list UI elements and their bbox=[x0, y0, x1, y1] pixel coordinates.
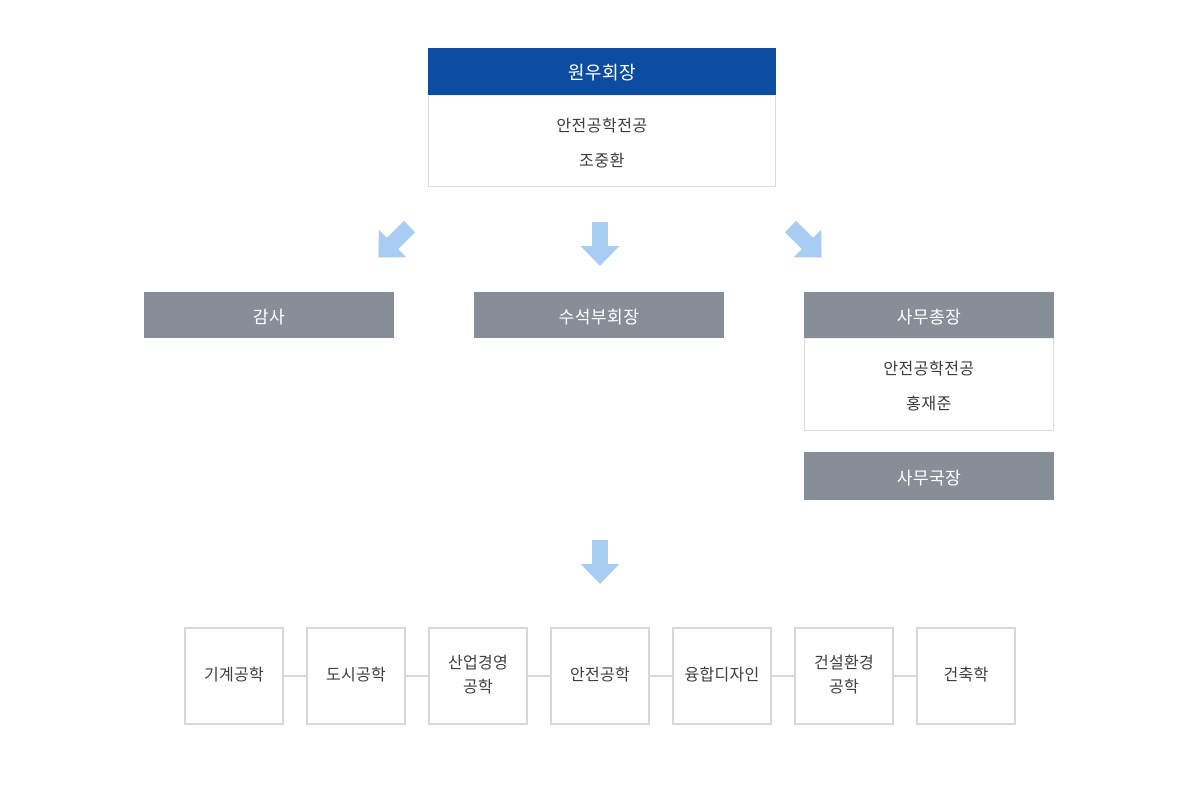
department-row: 기계공학 도시공학 산업경영 공학 안전공학 융합디자인 건설환경 공학 건축학 bbox=[0, 627, 1200, 725]
connector-line bbox=[406, 675, 428, 677]
department-box-civil-environment: 건설환경 공학 bbox=[794, 627, 894, 725]
department-box-safety: 안전공학 bbox=[550, 627, 650, 725]
secretary-general-major: 안전공학전공 bbox=[883, 361, 975, 378]
connector-line bbox=[772, 675, 794, 677]
connector-line bbox=[894, 675, 916, 677]
department-box-industrial-management: 산업경영 공학 bbox=[428, 627, 528, 725]
arrow-down-right-icon bbox=[776, 212, 835, 271]
root-node-major: 안전공학전공 bbox=[556, 117, 648, 135]
arrow-down-icon bbox=[580, 222, 620, 266]
branch-auditor: 감사 bbox=[144, 292, 394, 338]
department-box-architecture: 건축학 bbox=[916, 627, 1016, 725]
secretary-office-head: 사무국장 bbox=[804, 452, 1054, 500]
root-node-body: 안전공학전공 조중환 bbox=[428, 95, 776, 187]
department-box-urban: 도시공학 bbox=[306, 627, 406, 725]
connector-line bbox=[284, 675, 306, 677]
department-box-convergence-design: 융합디자인 bbox=[672, 627, 772, 725]
root-node-title: 원우회장 bbox=[428, 48, 776, 95]
root-node-person: 조중환 bbox=[579, 152, 625, 170]
connector-line bbox=[528, 675, 550, 677]
arrow-down-left-icon bbox=[364, 212, 423, 271]
secretary-general-body: 안전공학전공 홍재준 bbox=[804, 338, 1054, 431]
arrow-down-icon bbox=[580, 540, 620, 584]
secretary-general-person: 홍재준 bbox=[906, 396, 952, 413]
connector-line bbox=[650, 675, 672, 677]
root-node: 원우회장 안전공학전공 조중환 bbox=[428, 48, 776, 187]
branch-senior-vice-president: 수석부회장 bbox=[474, 292, 724, 338]
department-box-mechanical: 기계공학 bbox=[184, 627, 284, 725]
branch-secretary-general: 사무총장 bbox=[804, 292, 1054, 338]
